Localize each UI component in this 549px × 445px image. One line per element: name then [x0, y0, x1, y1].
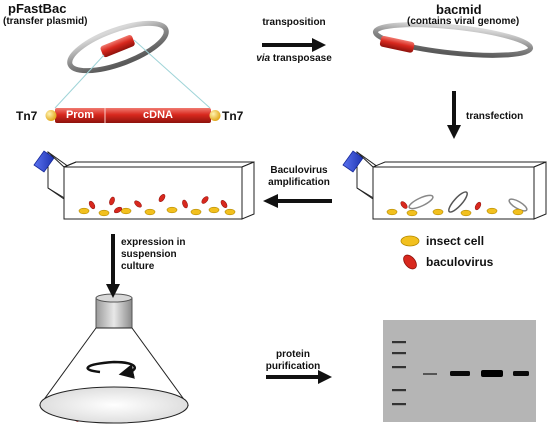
erlenmeyer-flask — [39, 293, 189, 424]
bacmid-title: bacmid — [436, 2, 482, 17]
baculovirus-legend-icon — [403, 254, 417, 270]
ladder-band — [392, 352, 406, 355]
expression-line3: culture — [121, 261, 155, 272]
protein-gel — [383, 320, 536, 422]
cdna-label: cDNA — [143, 109, 173, 121]
purification-label: protein purification — [248, 349, 338, 373]
expression-cassette — [45, 108, 221, 123]
sample-band — [450, 371, 470, 376]
transfection-label: transfection — [466, 111, 524, 122]
baculovirus-particle — [474, 201, 482, 211]
plasmid-title: pFastBac — [8, 1, 67, 16]
insect-cell — [144, 208, 156, 216]
insect-cell — [190, 208, 202, 216]
tn7-right-end — [209, 110, 221, 121]
ladder-band — [392, 389, 406, 392]
expression-line1: expression in — [121, 237, 186, 248]
t-flask-transfection — [342, 150, 547, 220]
legend-baculovirus: baculovirus — [426, 255, 494, 269]
zoom-line-right — [133, 39, 211, 109]
transposition-line1: transposition — [262, 17, 326, 28]
sample-band — [513, 371, 529, 376]
ladder-band — [392, 366, 406, 369]
plasmid-subtitle: (transfer plasmid) — [3, 16, 88, 27]
bacmid-in-flask — [408, 194, 434, 210]
bacmid-ring — [372, 22, 534, 58]
flask-culture-dish — [39, 386, 189, 424]
amplification-line2: amplification — [268, 177, 330, 188]
legend-insect-cell: insect cell — [426, 234, 485, 248]
baculovirus-particle — [182, 199, 188, 209]
cassette-bar — [55, 108, 211, 123]
amplification-line1: Baculovirus — [270, 165, 328, 176]
tn7-left-end — [45, 110, 57, 121]
ladder-band — [392, 341, 406, 344]
plasmid-ring — [67, 20, 169, 74]
baculovirus-particle — [113, 206, 123, 214]
transposase-label: via transposase — [244, 53, 344, 65]
insect-cell — [224, 208, 236, 216]
bacmid-in-flask — [448, 191, 468, 213]
process-arrows — [106, 38, 461, 384]
transposase-text: transposase — [270, 53, 332, 64]
arrow-transposition — [262, 38, 326, 52]
baculovirus-particle — [109, 196, 115, 206]
insect-cell — [166, 206, 178, 214]
insect-cell — [432, 208, 444, 216]
insect-cell — [98, 209, 110, 217]
bacmid-subtitle: (contains viral genome) — [407, 16, 520, 27]
flask-neck — [95, 297, 133, 329]
arrow-amplification — [263, 194, 332, 208]
arrow-purification — [266, 370, 332, 384]
baculovirus-particle — [158, 194, 166, 202]
insect-cell — [78, 207, 90, 215]
insect-cell-legend-icon — [400, 235, 420, 247]
transposition-label: transposition — [244, 17, 344, 29]
via-italic: via — [256, 53, 271, 64]
promoter-label: Prom — [65, 109, 95, 121]
baculovirus-particle — [220, 200, 228, 208]
sample-band — [481, 370, 503, 377]
insect-cell — [208, 206, 220, 214]
insect-cell — [120, 207, 132, 215]
tn7-right-label: Tn7 — [222, 109, 244, 123]
baculovirus-particle — [201, 196, 209, 204]
bacmid-insert-segment — [379, 35, 415, 53]
sample-band — [423, 373, 437, 375]
shaking-rotation-icon — [86, 360, 136, 379]
t-flask-amplification — [33, 150, 255, 220]
arrow-expression — [106, 234, 120, 298]
insect-cell — [406, 209, 418, 217]
tn7-left-label: Tn7 — [16, 109, 38, 123]
baculovirus-particle — [400, 201, 408, 209]
purification-line2: purification — [265, 361, 321, 372]
baculovirus-particle — [88, 200, 96, 210]
insect-cell — [486, 207, 498, 215]
bacmid-diagram — [372, 22, 534, 58]
ladder-band — [392, 403, 406, 406]
expression-label: expression in suspension culture — [121, 237, 193, 273]
plasmid-insert-segment — [100, 35, 135, 58]
bacmid-in-flask — [508, 198, 528, 212]
zoom-line-left — [54, 54, 105, 109]
insect-cell — [460, 209, 472, 217]
purification-line1: protein — [276, 349, 310, 360]
arrow-transfection — [447, 91, 461, 139]
amplification-label: Baculovirus amplification — [254, 165, 344, 189]
expression-line2: suspension — [121, 249, 177, 260]
baculovirus-particle — [134, 200, 142, 208]
plasmid-diagram — [67, 20, 169, 74]
insect-cell — [386, 208, 398, 216]
insect-cell — [512, 208, 524, 216]
